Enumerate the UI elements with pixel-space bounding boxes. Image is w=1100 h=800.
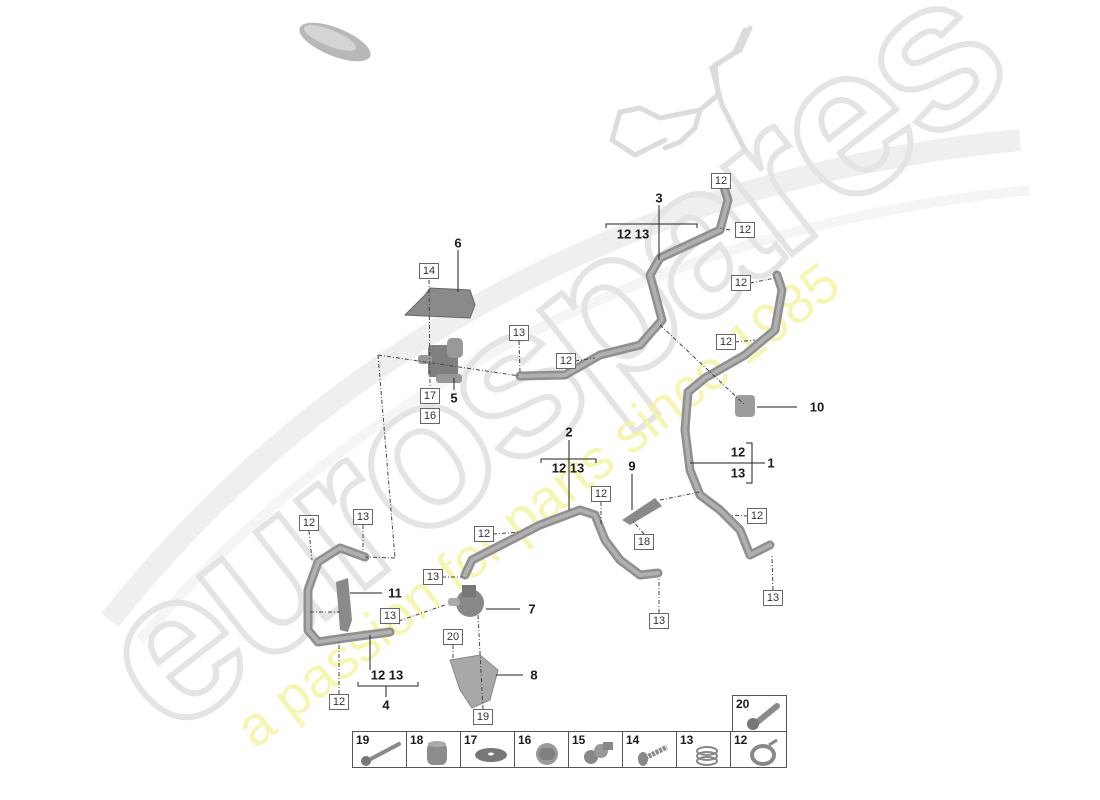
legend-cell-15[interactable]: 15 xyxy=(568,731,623,768)
ref-box[interactable]: 12 xyxy=(747,508,767,524)
group-label-hose-3: 12 13 xyxy=(616,226,650,242)
spring-clamp-icon xyxy=(696,746,718,766)
ref-box[interactable]: 12 xyxy=(735,222,755,238)
legend-cell-14[interactable]: 14 xyxy=(622,731,677,768)
legend-cell-12[interactable]: 12 xyxy=(730,731,787,768)
legend-number: 15 xyxy=(572,733,586,747)
legend-cell-16[interactable]: 16 xyxy=(514,731,569,768)
dashed-leaders xyxy=(308,177,776,710)
callout-8[interactable]: 8 xyxy=(530,667,538,683)
legend-number: 18 xyxy=(410,733,424,747)
watermark-brand: eurospares xyxy=(53,0,1043,775)
callout-6[interactable]: 6 xyxy=(454,235,462,251)
callout-10[interactable]: 10 xyxy=(809,399,825,415)
legend-number: 20 xyxy=(736,697,750,711)
ref-box[interactable]: 17 xyxy=(420,388,440,404)
legend-cell-17[interactable]: 17 xyxy=(460,731,515,768)
ref-box[interactable]: 19 xyxy=(473,709,493,725)
group-label-hose-1-a: 12 xyxy=(730,444,746,460)
ref-box[interactable]: 13 xyxy=(423,569,443,585)
bracket-8 xyxy=(449,654,499,709)
bracket-6 xyxy=(403,287,476,319)
legend-number: 19 xyxy=(356,733,370,747)
callout-leaders xyxy=(350,205,797,697)
pump-7 xyxy=(448,585,484,617)
callout-4[interactable]: 4 xyxy=(382,697,390,713)
callout-5[interactable]: 5 xyxy=(450,390,458,406)
part-10 xyxy=(735,395,755,417)
watermark-swoosh xyxy=(101,129,1031,644)
screw-icon xyxy=(638,744,669,766)
ref-box[interactable]: 16 xyxy=(420,408,440,424)
legend-number: 13 xyxy=(680,733,694,747)
legend-cell-20[interactable]: 20 xyxy=(732,695,787,732)
ref-box[interactable]: 12 xyxy=(711,173,731,189)
ref-box[interactable]: 12 xyxy=(556,353,576,369)
ref-box[interactable]: 12 xyxy=(591,486,611,502)
ref-box[interactable]: 18 xyxy=(634,534,654,550)
ref-box[interactable]: 12 xyxy=(716,334,736,350)
legend-cell-13[interactable]: 13 xyxy=(676,731,731,768)
group-label-hose-1-b: 13 xyxy=(730,465,746,481)
car-silhouette-icon xyxy=(299,22,371,62)
legend-number: 17 xyxy=(464,733,478,747)
background-hose-assembly xyxy=(609,25,753,158)
ref-box[interactable]: 13 xyxy=(763,590,783,606)
bushing-icon xyxy=(427,741,447,765)
ref-box[interactable]: 12 xyxy=(299,515,319,531)
callout-9[interactable]: 9 xyxy=(628,458,636,474)
flange-nut-icon xyxy=(536,743,558,765)
hose-clip-icon xyxy=(750,738,778,766)
ref-box[interactable]: 12 xyxy=(329,694,349,710)
ref-box[interactable]: 13 xyxy=(509,325,529,341)
washer-icon xyxy=(475,748,507,762)
group-label-hose-4: 12 13 xyxy=(370,667,404,683)
group-label-hose-2: 12 13 xyxy=(551,460,585,476)
callout-2[interactable]: 2 xyxy=(565,424,573,440)
ref-box[interactable]: 13 xyxy=(353,509,373,525)
ref-box[interactable]: 13 xyxy=(380,608,400,624)
ref-box[interactable]: 20 xyxy=(443,629,463,645)
callout-7[interactable]: 7 xyxy=(528,601,536,617)
callout-11[interactable]: 11 xyxy=(388,585,402,601)
legend-cell-18[interactable]: 18 xyxy=(406,731,461,768)
callout-1[interactable]: 1 xyxy=(767,455,775,471)
ref-box[interactable]: 12 xyxy=(474,526,494,542)
callout-3[interactable]: 3 xyxy=(655,190,663,206)
ref-box[interactable]: 12 xyxy=(731,275,751,291)
part-9 xyxy=(622,498,662,525)
legend-cell-19[interactable]: 19 xyxy=(352,731,407,768)
valve-5 xyxy=(418,338,463,383)
legend-number: 14 xyxy=(626,733,640,747)
ref-box[interactable]: 14 xyxy=(419,263,439,279)
bracket-11 xyxy=(336,578,352,632)
legend-number: 16 xyxy=(518,733,532,747)
flange-bolt-icon xyxy=(747,703,780,730)
push-clip-icon xyxy=(584,742,613,764)
ref-box[interactable]: 13 xyxy=(649,613,669,629)
bolt-long-icon xyxy=(361,742,401,766)
legend-number: 12 xyxy=(734,733,748,747)
